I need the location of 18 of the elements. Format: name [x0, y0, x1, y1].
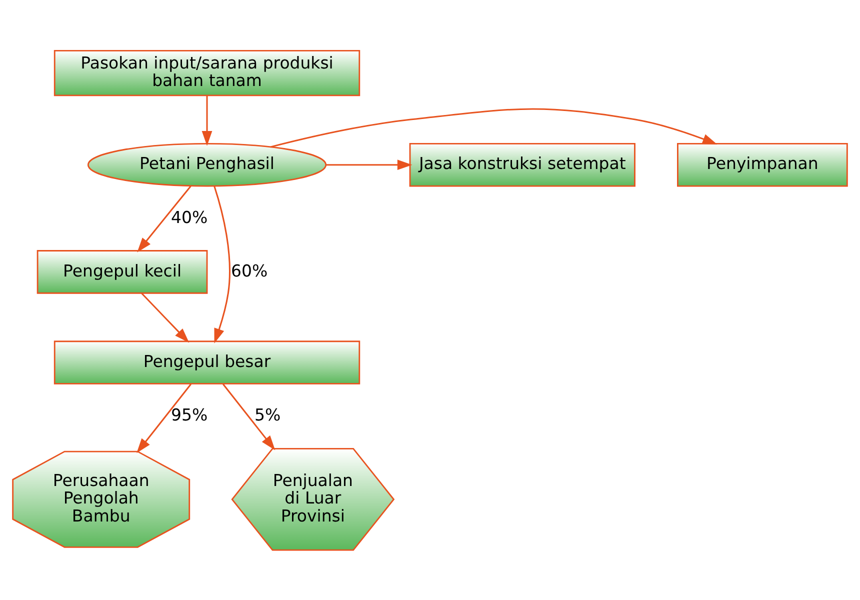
arrow — [136, 383, 192, 453]
node-box: Jasa konstruksi setempat — [409, 142, 636, 186]
edge-label: 95% — [171, 404, 208, 424]
arrow — [270, 108, 718, 148]
arrow — [214, 186, 230, 343]
arrow — [202, 94, 212, 146]
arrow — [222, 383, 276, 450]
edge-label: 60% — [231, 260, 268, 280]
node-box: Pasokan input/sarana produksi bahan tanam — [54, 50, 360, 96]
node-box: Pengepul besar — [54, 340, 360, 384]
arrow — [137, 185, 192, 252]
arrow — [326, 159, 412, 170]
edge-label: 5% — [254, 404, 281, 424]
edge-label: 40% — [171, 207, 208, 226]
node-ellipse: Petani Penghasil — [87, 142, 327, 186]
node-box: Penyimpanan — [677, 142, 848, 186]
node-box: Pengepul kecil — [36, 250, 208, 294]
arrow — [140, 292, 190, 342]
